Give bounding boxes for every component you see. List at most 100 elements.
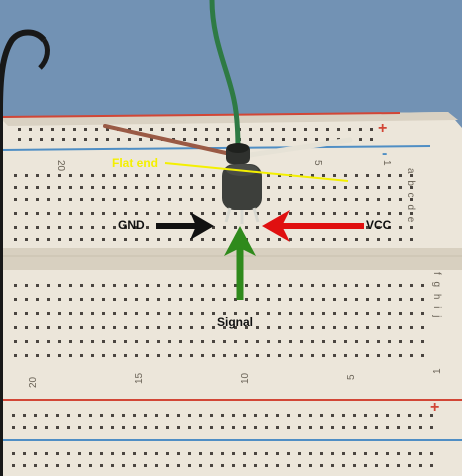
breadboard-hole [91, 212, 94, 215]
breadboard-hole [212, 354, 215, 357]
breadboard-hole [113, 198, 116, 201]
breadboard-hole [366, 198, 369, 201]
breadboard-hole [58, 326, 61, 329]
breadboard-hole [190, 238, 193, 241]
breadboard-hole [271, 128, 274, 131]
breadboard-hole [342, 464, 345, 467]
breadboard-hole [133, 464, 136, 467]
breadboard-hole [25, 238, 28, 241]
breadboard-hole [304, 128, 307, 131]
breadboard-hole [146, 238, 149, 241]
breadboard-hole [201, 326, 204, 329]
breadboard-hole [309, 452, 312, 455]
breadboard-hole [298, 464, 301, 467]
breadboard-hole [80, 186, 83, 189]
breadboard-hole [386, 464, 389, 467]
breadboard-hole [80, 354, 83, 357]
breadboard-hole [410, 326, 413, 329]
breadboard-hole [146, 326, 149, 329]
breadboard-hole [333, 284, 336, 287]
breadboard-hole [179, 298, 182, 301]
breadboard-hole [399, 312, 402, 315]
breadboard-hole [135, 340, 138, 343]
breadboard-hole [221, 414, 224, 417]
breadboard-hole [410, 298, 413, 301]
breadboard-hole [342, 426, 345, 429]
breadboard-hole [366, 354, 369, 357]
breadboard-hole [117, 138, 120, 141]
breadboard-hole [322, 174, 325, 177]
breadboard-hole [199, 464, 202, 467]
breadboard-hole [333, 212, 336, 215]
breadboard-hole [399, 212, 402, 215]
breadboard-hole [353, 426, 356, 429]
breadboard-hole [47, 298, 50, 301]
breadboard-hole [366, 212, 369, 215]
breadboard-hole [25, 298, 28, 301]
breadboard-hole [80, 284, 83, 287]
breadboard-hole [386, 414, 389, 417]
breadboard-hole [58, 312, 61, 315]
breadboard-hole [342, 452, 345, 455]
breadboard-hole [190, 186, 193, 189]
breadboard-hole [355, 284, 358, 287]
breadboard-hole [91, 198, 94, 201]
breadboard-hole [212, 212, 215, 215]
breadboard-hole [282, 128, 285, 131]
breadboard-hole [51, 128, 54, 131]
breadboard-hole [14, 354, 17, 357]
breadboard-hole [309, 414, 312, 417]
breadboard-hole [111, 464, 114, 467]
breadboard-hole [205, 128, 208, 131]
breadboard-hole [190, 198, 193, 201]
breadboard-hole [322, 312, 325, 315]
breadboard-hole [25, 226, 28, 229]
breadboard-hole [265, 426, 268, 429]
breadboard-hole [69, 198, 72, 201]
breadboard-hole [113, 340, 116, 343]
breadboard-hole [419, 414, 422, 417]
breadboard-hole [146, 298, 149, 301]
breadboard-hole [388, 174, 391, 177]
breadboard-hole [102, 212, 105, 215]
top-rail-blue [0, 145, 431, 151]
breadboard-hole [124, 186, 127, 189]
breadboard-hole [18, 128, 21, 131]
breadboard-hole [388, 284, 391, 287]
breadboard-hole [300, 198, 303, 201]
breadboard-hole [168, 174, 171, 177]
breadboard-hole [344, 186, 347, 189]
breadboard-hole [311, 212, 314, 215]
breadboard-hole [113, 312, 116, 315]
breadboard-hole [95, 128, 98, 131]
breadboard-hole [113, 326, 116, 329]
breadboard-hole [188, 464, 191, 467]
breadboard-hole [276, 464, 279, 467]
breadboard-hole [157, 340, 160, 343]
breadboard-hole [326, 128, 329, 131]
breadboard-hole [223, 340, 226, 343]
breadboard-hole [333, 340, 336, 343]
breadboard-hole [377, 298, 380, 301]
breadboard-hole [190, 298, 193, 301]
breadboard-hole [322, 284, 325, 287]
breadboard-hole [399, 340, 402, 343]
breadboard-hole [69, 212, 72, 215]
breadboard-hole [89, 426, 92, 429]
breadboard-hole [135, 174, 138, 177]
breadboard-hole [135, 354, 138, 357]
breadboard-hole [113, 354, 116, 357]
breadboard-hole [100, 452, 103, 455]
breadboard-hole [47, 284, 50, 287]
breadboard-hole [179, 198, 182, 201]
breadboard-hole [256, 340, 259, 343]
breadboard-hole [278, 326, 281, 329]
breadboard-hole [234, 354, 237, 357]
breadboard-hole [256, 354, 259, 357]
breadboard-hole [25, 212, 28, 215]
breadboard-hole [91, 326, 94, 329]
breadboard-hole [91, 226, 94, 229]
breadboard-hole [146, 340, 149, 343]
breadboard-hole [234, 226, 237, 229]
breadboard-hole [135, 284, 138, 287]
